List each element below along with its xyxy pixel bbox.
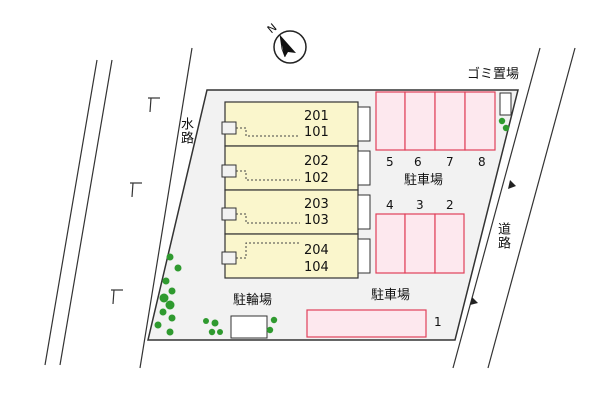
parking-space-1 [306, 309, 427, 338]
bicycle-parking-box [230, 315, 268, 339]
road-label: 道路 [495, 222, 510, 250]
garbage-box [499, 92, 512, 116]
waterway-label: 水路 [178, 117, 193, 145]
right-road-lines [452, 47, 576, 369]
space-5: 5 [386, 155, 394, 169]
compass-icon [273, 30, 307, 64]
unit-102: 102 [304, 171, 329, 186]
space-7: 7 [446, 155, 454, 169]
unit-204: 204 [304, 243, 329, 258]
unit-101: 101 [304, 125, 329, 140]
garbage-label: ゴミ置場 [467, 67, 520, 82]
bicycle-parking-label: 駐輪場 [233, 293, 273, 308]
unit-104: 104 [304, 260, 329, 275]
space-4: 4 [386, 198, 394, 212]
unit-201: 201 [304, 109, 329, 124]
parking-spaces-mid [375, 213, 465, 274]
trees [154, 117, 510, 336]
space-3: 3 [416, 198, 424, 212]
space-8: 8 [478, 155, 486, 169]
road-arrow-icon [470, 297, 478, 305]
unit-103: 103 [304, 213, 329, 228]
parking-label-lower: 駐車場 [371, 288, 411, 303]
building [221, 101, 371, 279]
unit-203: 203 [304, 197, 329, 212]
waterway-hatch-marks [111, 97, 160, 305]
space-6: 6 [414, 155, 422, 169]
unit-202: 202 [304, 154, 329, 169]
unit-block [224, 233, 359, 279]
unit-block [224, 101, 359, 147]
left-boundary-lines [44, 47, 193, 369]
road-arrow-icon [508, 180, 516, 189]
parking-label-upper: 駐車場 [404, 173, 444, 188]
unit-block [224, 145, 359, 191]
space-1: 1 [434, 315, 442, 329]
parking-spaces-top [375, 91, 496, 151]
unit-block [224, 189, 359, 235]
space-2: 2 [446, 198, 454, 212]
